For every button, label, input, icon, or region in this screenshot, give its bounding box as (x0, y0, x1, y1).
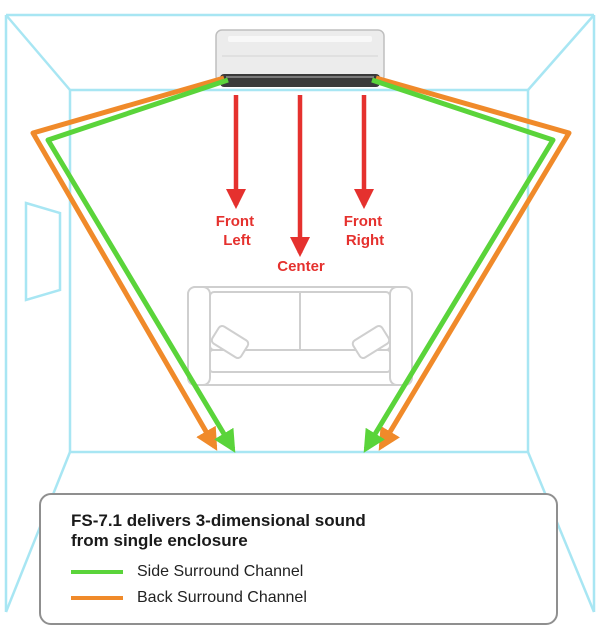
front-channel-arrows (225, 95, 375, 258)
room-corner-bottom-right (526, 451, 596, 613)
sofa (187, 286, 413, 386)
back-surround-right-beam (375, 75, 572, 451)
back-surround-left-beam (30, 75, 225, 451)
room-corner-top-right (527, 14, 595, 91)
front-right-label: Front Right (344, 213, 387, 249)
front-left-label: Front Left (216, 213, 259, 249)
side-surround-right-beam (363, 77, 556, 453)
sofa-pillow-right (351, 325, 391, 359)
soundbar-speaker (215, 29, 385, 87)
back-surround-swatch (71, 596, 123, 600)
legend-item-back-surround: Back Surround Channel (71, 585, 556, 611)
back-surround-beams (30, 75, 572, 451)
caption-title-line2: from single enclosure (71, 531, 248, 550)
room-corner-bottom-left (4, 451, 72, 613)
legend-label: Side Surround Channel (137, 563, 304, 580)
legend-item-side-surround: Side Surround Channel (71, 559, 556, 585)
legend-label: Back Surround Channel (137, 589, 307, 606)
room-back-wall (68, 88, 530, 454)
caption-box: FS-7.1 delivers 3-dimensional sound from… (39, 493, 558, 625)
center-label: Center (277, 258, 325, 275)
caption-title-line1: FS-7.1 delivers 3-dimensional sound (71, 511, 366, 530)
room-corner-top-left (5, 14, 71, 91)
sofa-pillow-left (210, 325, 250, 359)
side-surround-beams (45, 77, 556, 453)
side-surround-left-beam (45, 77, 236, 453)
room-window (24, 201, 62, 302)
legend: Side Surround Channel Back Surround Chan… (71, 559, 556, 611)
caption-title: FS-7.1 delivers 3-dimensional sound from… (71, 511, 556, 551)
room-outline (4, 13, 596, 613)
side-surround-swatch (71, 570, 123, 574)
